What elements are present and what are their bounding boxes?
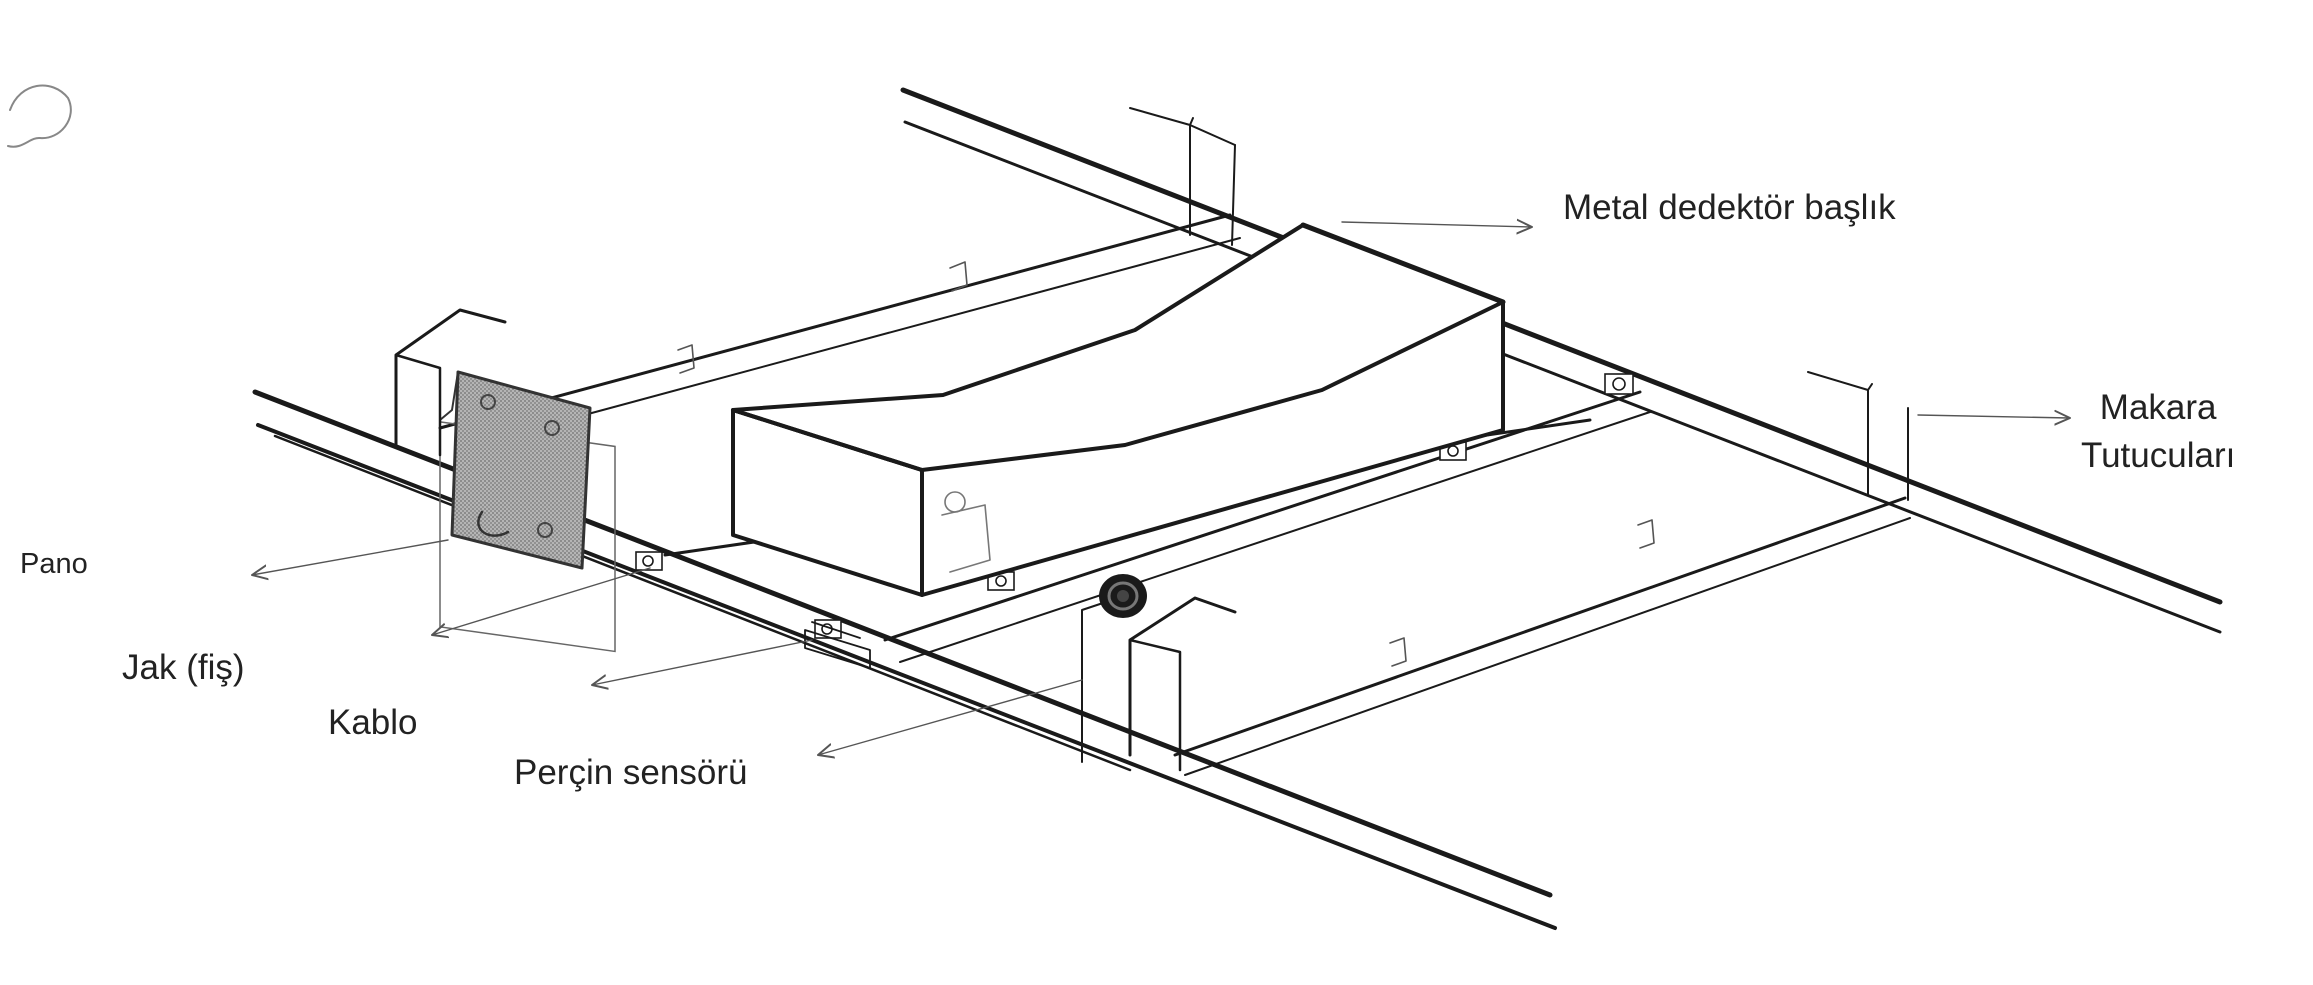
arrow-rivet-sensor [818,679,1083,755]
arrow-reel-holders [1917,415,2070,418]
arrow-jack [432,567,651,635]
label-reel-holders-line2: Tutucuları [2081,436,2236,475]
reel-holder-back [1129,107,1236,246]
label-cable: Kablo [328,703,418,742]
label-panel: Pano [20,548,88,580]
reel-holder-right [1807,371,1909,501]
label-metal-detector-head: Metal dedektör başlık [1563,188,1896,227]
leader-lines [252,222,2070,755]
scribble-corner [7,84,72,148]
panel [439,370,616,653]
label-reel-holders: Makara Tutucuları [2081,384,2235,480]
label-reel-holders-line1: Makara [2099,388,2217,427]
label-rivet-sensor: Perçin sensörü [514,753,748,792]
rail-brackets [677,261,1655,667]
reel-holder-left [394,308,507,457]
arrow-metal-head [1341,222,1532,227]
arrow-cable [592,639,813,685]
back-rail [900,87,2223,634]
spool [1099,574,1147,618]
arrow-panel [252,539,449,575]
label-jack: Jak (fiş) [122,648,245,687]
metal-detector-head [731,222,1506,597]
